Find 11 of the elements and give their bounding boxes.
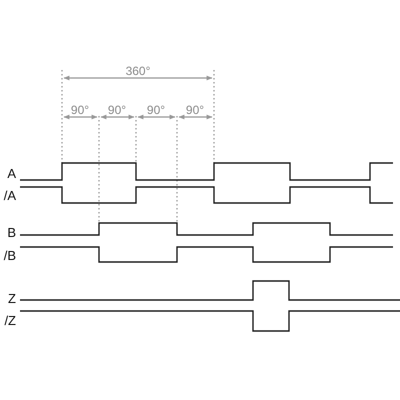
angle-label: 90° <box>146 104 166 116</box>
angle-label: 90° <box>70 104 90 116</box>
angle-label: 360° <box>126 65 150 77</box>
signal-name: B <box>6 226 16 239</box>
angle-label: 90° <box>108 104 126 116</box>
angle-label: 90° <box>186 104 204 116</box>
signal-name: /Z <box>3 314 16 327</box>
signal-name: A <box>6 167 16 180</box>
signal-name: /A <box>2 189 16 202</box>
signal-name: /B <box>2 249 16 262</box>
signal-name: Z <box>7 292 16 305</box>
